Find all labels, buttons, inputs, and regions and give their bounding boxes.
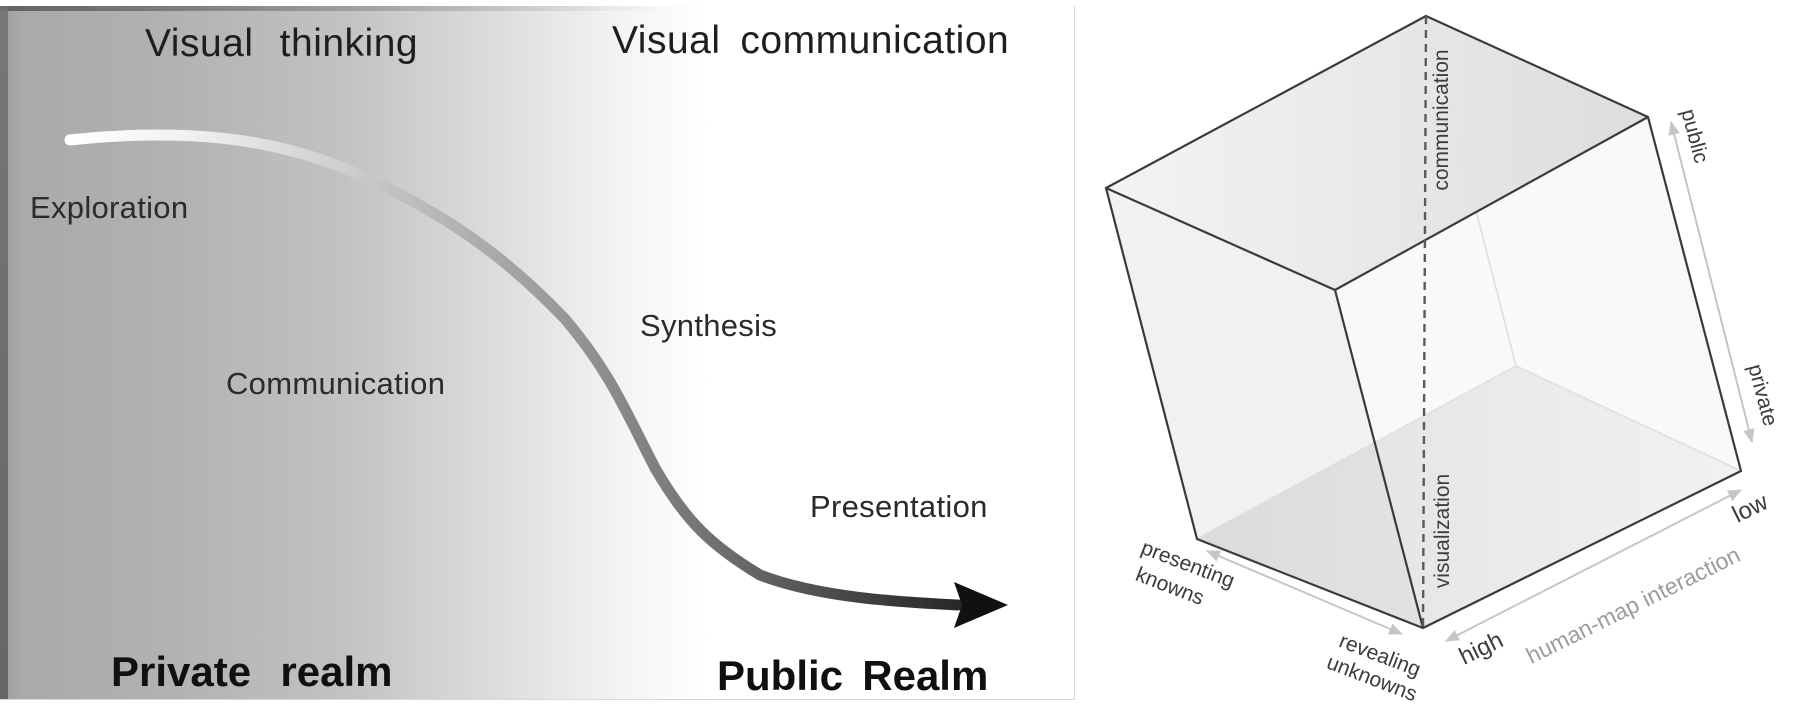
panel-left-edge-shade: [0, 6, 8, 699]
public-private-axis-arrow: [1668, 120, 1755, 444]
cube-top-face: [1106, 16, 1648, 290]
cube-svg: communication visualization public priva…: [1104, 14, 1782, 706]
cube-left-face: [1106, 188, 1423, 628]
title-visual-thinking: Visual thinking: [145, 22, 419, 65]
realm-label-public: Public Realm: [717, 652, 989, 699]
vertical-axis-dashed-line: [1421, 15, 1428, 629]
realm-label-private: Private realm: [111, 648, 393, 695]
panel-top-edge-shade: [0, 6, 666, 11]
axis-label-private: private: [1743, 362, 1782, 429]
axis-label-public: public: [1676, 107, 1712, 166]
stage-label-synthesis: Synthesis: [640, 308, 778, 343]
stage-label-presentation: Presentation: [810, 489, 988, 524]
process-diagram-panel: Visual thinking Visual communication Exp…: [0, 6, 1075, 700]
title-visual-communication: Visual communication: [612, 19, 1010, 62]
stage-label-exploration: Exploration: [30, 190, 189, 225]
knowns-unknowns-axis-arrow: [1205, 550, 1404, 635]
cube-diagram-panel: communication visualization public priva…: [1080, 0, 1800, 710]
curve-arrowhead-icon: [954, 582, 1008, 628]
process-curve: [64, 129, 964, 611]
axis-label-visualization: visualization: [1431, 474, 1454, 588]
stage-label-communication: Communication: [226, 366, 446, 401]
process-curve-svg: [64, 129, 1008, 628]
axis-label-communication: communication: [1430, 49, 1453, 190]
interaction-axis-arrow: [1444, 489, 1743, 642]
